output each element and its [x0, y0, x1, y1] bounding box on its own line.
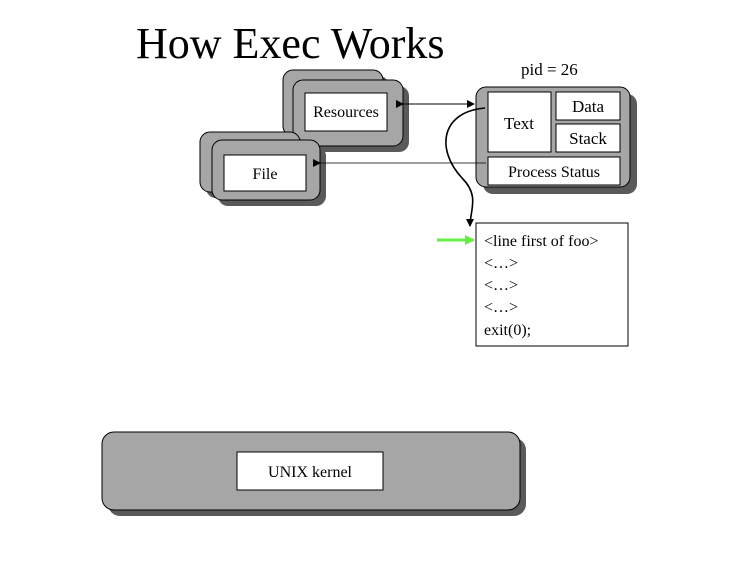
kernel-label: UNIX kernel — [268, 464, 353, 481]
data-segment — [555, 91, 621, 121]
file-box: File — [199, 131, 326, 206]
process-status-segment — [487, 156, 621, 186]
program-line: exit(0); — [484, 322, 531, 339]
resources-box: Resources — [282, 69, 409, 152]
stack-segment — [555, 123, 621, 153]
file-label: File — [253, 166, 278, 183]
program-line: <…> — [484, 255, 518, 272]
kernel-box: UNIX kernel — [101, 431, 526, 516]
text-segment-label: Text — [504, 114, 534, 133]
text-to-program-arrow — [445, 107, 486, 227]
resources-label: Resources — [313, 104, 379, 121]
process-box: Text Data Stack Process Status — [475, 86, 637, 194]
program-listing: <line first of foo> <…> <…> <…> exit(0); — [475, 222, 629, 347]
program-line: <…> — [484, 277, 518, 294]
process-status-label: Process Status — [508, 164, 600, 181]
data-segment-label: Data — [572, 97, 605, 116]
pid-label: pid = 26 — [521, 60, 578, 79]
diagram-title: How Exec Works — [136, 19, 445, 68]
program-line: <…> — [484, 299, 518, 316]
stack-segment-label: Stack — [569, 129, 607, 148]
program-line: <line first of foo> — [484, 233, 598, 250]
text-segment — [487, 91, 552, 153]
